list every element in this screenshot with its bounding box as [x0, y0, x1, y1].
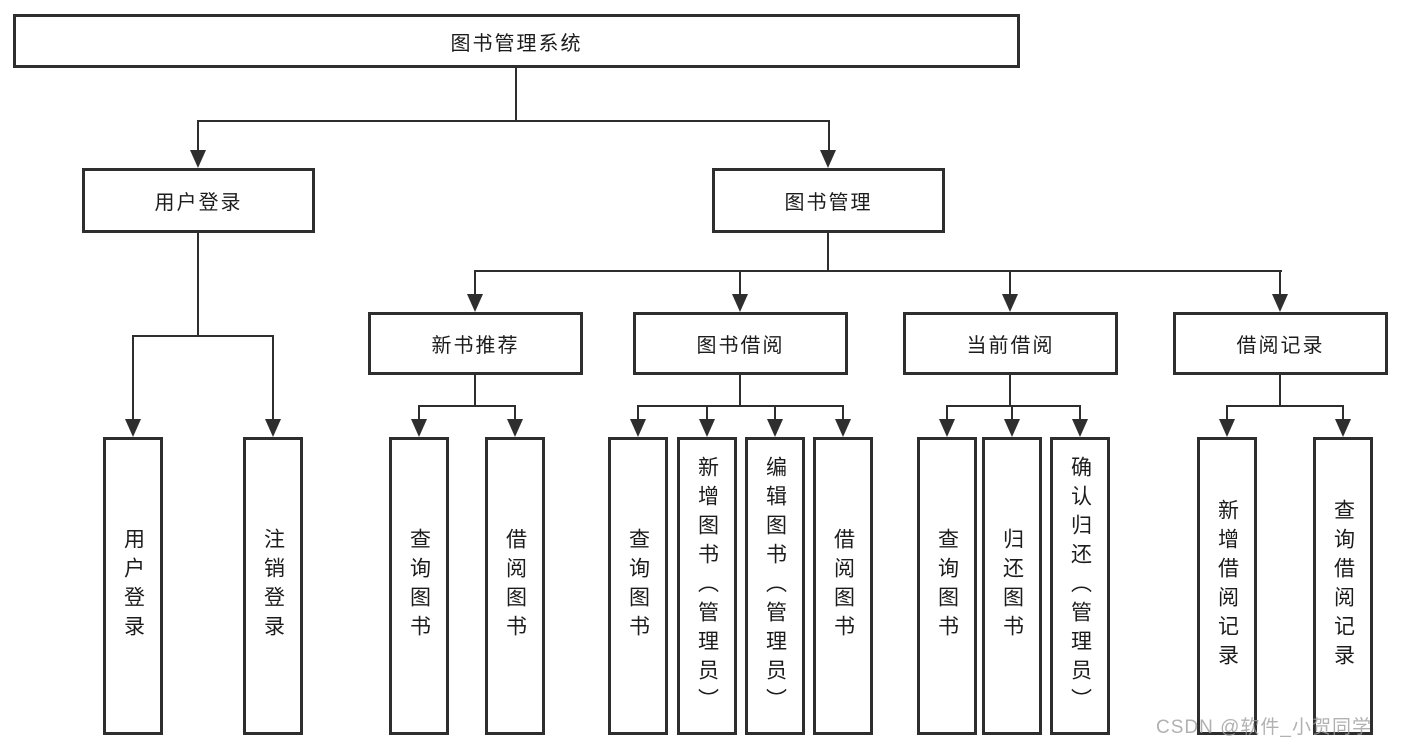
- connector-line: [474, 375, 476, 405]
- connector-line: [272, 335, 274, 419]
- connector-line: [946, 405, 948, 421]
- leaf-add-books-admin: 新增图书（管理员）: [677, 437, 737, 735]
- leaf-query-books-recommend: 查询图书: [389, 437, 449, 735]
- connector-line: [739, 375, 741, 405]
- leaf-label: 查询图书: [626, 528, 650, 644]
- arrow-down-icon: [507, 419, 523, 437]
- leaf-label: 确认归还（管理员）: [1068, 455, 1092, 717]
- connector-line: [1226, 405, 1344, 407]
- arrow-down-icon: [467, 294, 483, 312]
- leaf-label: 编辑图书（管理员）: [763, 455, 787, 717]
- leaf-label: 新增借阅记录: [1215, 499, 1239, 673]
- leaf-query-books-borrow: 查询图书: [608, 437, 668, 735]
- node-label: 用户登录: [154, 192, 243, 214]
- csdn-watermark: CSDN @软件_小贺同学: [1156, 717, 1372, 738]
- leaf-borrow-books-recommend: 借阅图书: [485, 437, 545, 735]
- connector-line: [132, 335, 134, 419]
- arrow-down-icon: [939, 419, 955, 437]
- connector-line: [739, 270, 741, 296]
- leaf-return-books: 归还图书: [982, 437, 1042, 735]
- leaf-query-books-current: 查询图书: [917, 437, 977, 735]
- connector-line: [1279, 270, 1281, 296]
- connector-line: [1011, 405, 1013, 421]
- arrow-down-icon: [1272, 294, 1288, 312]
- arrow-down-icon: [1002, 294, 1018, 312]
- leaf-query-borrow-record: 查询借阅记录: [1313, 437, 1373, 735]
- leaf-edit-books-admin: 编辑图书（管理员）: [745, 437, 805, 735]
- connector-line: [197, 120, 830, 122]
- node-borrow-record: 借阅记录: [1173, 312, 1388, 375]
- arrow-down-icon: [820, 150, 836, 168]
- leaf-confirm-return-admin: 确认归还（管理员）: [1050, 437, 1110, 735]
- node-label: 图书借阅: [696, 335, 785, 357]
- connector-line: [637, 405, 844, 407]
- connector-line: [637, 405, 639, 421]
- arrow-down-icon: [1072, 419, 1088, 437]
- connector-line: [132, 335, 274, 337]
- leaf-logout: 注销登录: [243, 437, 303, 735]
- connector-line: [418, 405, 516, 407]
- leaf-label: 借阅图书: [831, 528, 855, 644]
- node-label: 借阅记录: [1236, 335, 1325, 357]
- leaf-add-borrow-record: 新增借阅记录: [1197, 437, 1257, 735]
- leaf-borrow-books: 借阅图书: [813, 437, 873, 735]
- leaf-user-login: 用户登录: [103, 437, 163, 735]
- arrow-down-icon: [835, 419, 851, 437]
- node-label: 当前借阅: [966, 335, 1055, 357]
- arrow-down-icon: [732, 294, 748, 312]
- arrow-down-icon: [265, 419, 281, 437]
- arrow-down-icon: [699, 419, 715, 437]
- arrow-down-icon: [1335, 419, 1351, 437]
- connector-line: [474, 270, 476, 296]
- connector-line: [197, 120, 199, 152]
- connector-line: [1009, 270, 1011, 296]
- connector-line: [842, 405, 844, 421]
- connector-line: [1342, 405, 1344, 421]
- leaf-label: 用户登录: [121, 528, 145, 644]
- connector-line: [515, 68, 517, 120]
- node-current-borrow: 当前借阅: [903, 312, 1118, 375]
- arrow-down-icon: [1004, 419, 1020, 437]
- arrow-down-icon: [190, 150, 206, 168]
- connector-line: [514, 405, 516, 421]
- leaf-label: 查询借阅记录: [1331, 499, 1355, 673]
- node-book-management: 图书管理: [712, 168, 945, 233]
- connector-line: [197, 233, 199, 335]
- leaf-label: 注销登录: [261, 528, 285, 644]
- connector-line: [827, 233, 829, 270]
- leaf-label: 借阅图书: [503, 528, 527, 644]
- arrow-down-icon: [1219, 419, 1235, 437]
- connector-line: [1226, 405, 1228, 421]
- connector-line: [774, 405, 776, 421]
- arrow-down-icon: [630, 419, 646, 437]
- leaf-label: 查询图书: [935, 528, 959, 644]
- node-label: 图书管理系统: [450, 32, 583, 55]
- leaf-label: 查询图书: [407, 528, 431, 644]
- connector-line: [946, 405, 1081, 407]
- node-label: 新书推荐: [431, 335, 520, 357]
- connector-line: [828, 120, 830, 152]
- connector-line: [1009, 375, 1011, 405]
- arrow-down-icon: [411, 419, 427, 437]
- arrow-down-icon: [125, 419, 141, 437]
- connector-line: [706, 405, 708, 421]
- node-label: 图书管理: [784, 192, 873, 214]
- leaf-label: 新增图书（管理员）: [695, 455, 719, 717]
- connector-line: [1079, 405, 1081, 421]
- connector-line: [418, 405, 420, 421]
- connector-line: [474, 270, 1282, 272]
- leaf-label: 归还图书: [1000, 528, 1024, 644]
- node-library-management-system: 图书管理系统: [13, 14, 1020, 68]
- connector-line: [1279, 375, 1281, 405]
- arrow-down-icon: [767, 419, 783, 437]
- node-new-book-recommend: 新书推荐: [368, 312, 583, 375]
- node-book-borrow: 图书借阅: [633, 312, 848, 375]
- node-user-login: 用户登录: [82, 168, 315, 233]
